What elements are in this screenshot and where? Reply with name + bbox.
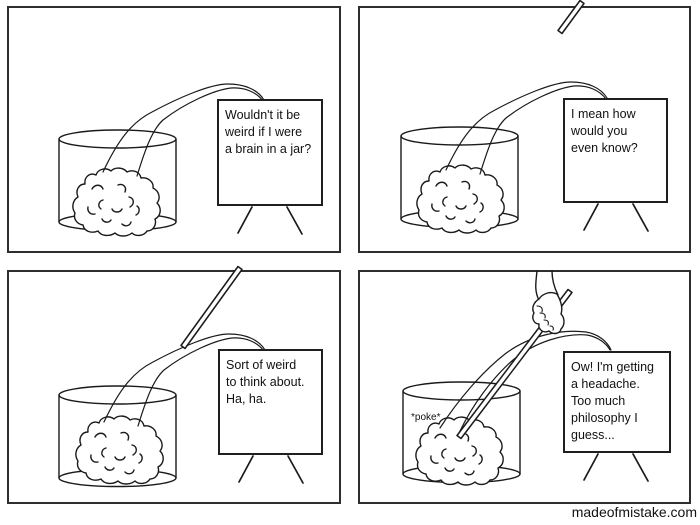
site-watermark: madeofmistake.com — [571, 504, 697, 520]
poke-sound-effect: *poke* — [411, 412, 441, 423]
sign-text-4: Ow! I'm getting a headache. Too much phi… — [571, 360, 654, 442]
sign-text-1: Wouldn't it be weird if I were a brain i… — [225, 108, 312, 156]
sign-board-4: Ow! I'm getting a headache. Too much phi… — [563, 351, 671, 453]
sign-board-1: Wouldn't it be weird if I were a brain i… — [217, 99, 323, 206]
sign-board-2: I mean how would you even know? — [563, 98, 668, 203]
sign-board-3: Sort of weird to think about. Ha, ha. — [218, 349, 323, 455]
sign-text-2: I mean how would you even know? — [571, 107, 638, 155]
sign-text-3: Sort of weird to think about. Ha, ha. — [226, 358, 305, 406]
